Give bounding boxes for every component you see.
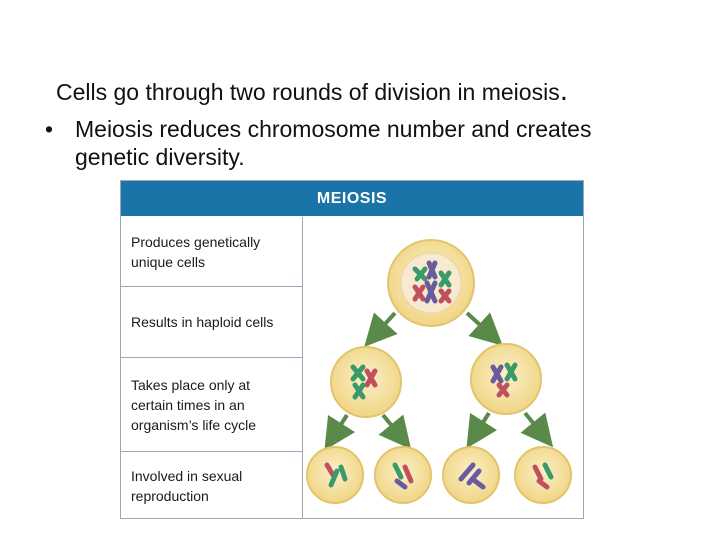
division-arrow-icon	[520, 411, 554, 448]
meiosis-figure	[306, 239, 572, 504]
division-arrow-icon	[364, 311, 398, 347]
row-label: Involved in sexual reproduction	[131, 467, 243, 504]
row-sexual-reproduction: Involved in sexual reproduction	[121, 452, 303, 519]
intermediate-cell-icon	[330, 346, 402, 418]
division-arrow-icon	[324, 413, 356, 451]
row-haploid: Results in haploid cells	[121, 287, 303, 358]
meiosis-table: MEIOSIS Produces genetically unique cell…	[120, 180, 584, 519]
bullet-text: Meiosis reduces chromosome number and cr…	[75, 116, 592, 170]
haploid-cell-icon	[306, 446, 364, 504]
intermediate-cell-icon	[470, 343, 542, 415]
row-life-cycle: Takes place only at certain times in an …	[121, 358, 303, 452]
intro-line: Cells go through two rounds of division …	[56, 74, 569, 107]
row-label: Produces genetically unique cells	[131, 233, 261, 270]
division-arrow-icon	[465, 311, 503, 346]
characteristics-column: Produces genetically unique cells Result…	[121, 217, 303, 519]
intro-line-period: .	[559, 74, 569, 107]
division-arrow-icon	[466, 411, 498, 449]
intro-line-text: Cells go through two rounds of division …	[56, 79, 560, 105]
haploid-cell-icon	[514, 446, 572, 504]
haploid-cell-icon	[442, 446, 500, 504]
haploid-cell-icon	[374, 446, 432, 504]
parent-cell-icon	[387, 239, 475, 327]
row-genetically-unique: Produces genetically unique cells	[121, 217, 303, 287]
row-label: Takes place only at certain times in an …	[131, 376, 257, 433]
table-header: MEIOSIS	[121, 181, 583, 216]
row-label: Results in haploid cells	[131, 314, 274, 330]
bullet-marker: •	[45, 116, 54, 142]
division-arrow-icon	[378, 413, 412, 450]
